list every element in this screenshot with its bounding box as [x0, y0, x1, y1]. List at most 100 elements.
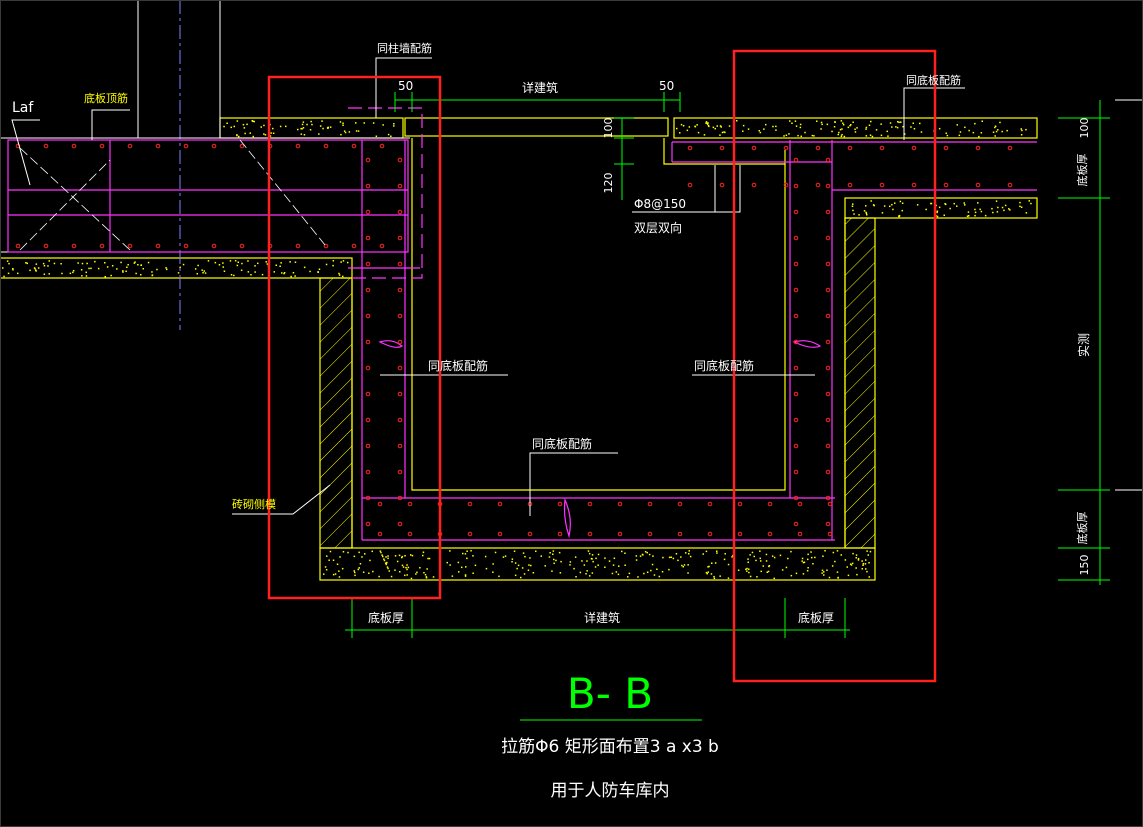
concrete-speckle [824, 550, 826, 552]
rebar-dot [397, 339, 403, 345]
concrete-speckle [871, 135, 874, 138]
concrete-speckle [214, 261, 217, 264]
concrete-speckle [682, 566, 684, 568]
concrete-speckle [925, 208, 927, 211]
rebar-dot [707, 531, 713, 537]
concrete-speckle [811, 134, 814, 137]
concrete-speckle [716, 552, 718, 554]
concrete-speckle [686, 129, 689, 132]
concrete-speckle [555, 559, 557, 562]
concrete-speckle [833, 126, 836, 128]
concrete-speckle [680, 556, 682, 558]
concrete-speckle [410, 577, 413, 580]
concrete-speckle [966, 215, 969, 217]
concrete-speckle [894, 202, 896, 204]
concrete-speckle [799, 123, 802, 126]
rebar-dot [155, 143, 161, 149]
concrete-speckle [916, 204, 919, 206]
concrete-speckle [913, 128, 916, 130]
concrete-speckle [514, 574, 517, 577]
concrete-speckle [449, 564, 451, 566]
brick-side-forms [319, 217, 876, 549]
concrete-speckle [823, 574, 825, 576]
concrete-speckle [945, 132, 947, 134]
concrete-speckle [716, 550, 718, 552]
rebar-dot [557, 501, 563, 507]
concrete-speckle [861, 560, 863, 562]
concrete-speckle [290, 275, 292, 278]
concrete-speckle [795, 125, 798, 127]
concrete-speckle [855, 567, 857, 569]
concrete-speckle [344, 131, 347, 134]
concrete-speckle [930, 202, 932, 205]
concrete-speckle [765, 123, 767, 126]
concrete-speckle [936, 211, 938, 214]
concrete-speckle [279, 125, 282, 128]
concrete-speckle [263, 124, 265, 127]
concrete-speckle [106, 266, 109, 268]
concrete-speckle [249, 132, 251, 134]
concrete-speckle [236, 134, 238, 137]
concrete-speckle [401, 564, 404, 567]
concrete-speckle [870, 120, 872, 123]
concrete-speckle [382, 124, 384, 126]
concrete-speckle [380, 551, 382, 554]
concrete-speckle [651, 563, 654, 566]
concrete-speckle [867, 554, 869, 556]
concrete-speckle [386, 566, 389, 568]
concrete-speckle [260, 126, 262, 128]
rebar-dot [797, 531, 803, 537]
rebar-dot [737, 501, 743, 507]
concrete-speckle [849, 563, 852, 565]
concrete-speckle [318, 133, 320, 135]
concrete-speckle [243, 127, 246, 129]
rebar-dot [793, 495, 799, 501]
concrete-speckle [670, 556, 672, 558]
concrete-speckle [424, 574, 427, 576]
concrete-speckle [294, 275, 296, 277]
concrete-speckle [706, 122, 708, 125]
concrete-speckle [852, 203, 854, 205]
concrete-speckle [724, 131, 726, 134]
concrete-speckle [617, 573, 620, 576]
concrete-speckle [713, 575, 715, 578]
rebar-dot [397, 469, 403, 475]
concrete-speckle [865, 211, 867, 214]
rebar-dot [397, 313, 403, 319]
concrete-speckle [992, 211, 994, 214]
concrete-speckle [104, 262, 106, 264]
concrete-speckle [573, 567, 575, 570]
concrete-speckle [826, 123, 829, 126]
rebar-dot [847, 145, 853, 151]
concrete-speckle [428, 557, 431, 560]
concrete-speckle [371, 550, 373, 553]
concrete-speckle [785, 566, 788, 569]
concrete-speckle [378, 575, 380, 578]
concrete-speckle [485, 567, 488, 570]
concrete-speckle [790, 550, 792, 553]
concrete-speckle [329, 550, 332, 553]
concrete-speckle [834, 560, 836, 563]
concrete-speckle [407, 566, 410, 569]
rebar-dot [365, 391, 371, 397]
concrete-speckle [353, 570, 355, 572]
rebar-dot [793, 287, 799, 293]
concrete-speckle [980, 210, 983, 213]
concrete-speckle [727, 563, 730, 566]
concrete-speckle [997, 129, 999, 131]
concrete-speckle [857, 558, 860, 560]
concrete-speckle [332, 559, 335, 561]
concrete-speckle [283, 272, 285, 275]
rebar-dot [793, 183, 799, 189]
concrete-speckle [841, 133, 843, 136]
rebar-dot [767, 501, 773, 507]
concrete-speckle [332, 264, 334, 267]
concrete-speckle [790, 574, 793, 577]
concrete-speckle [325, 263, 328, 266]
concrete-speckle [342, 551, 345, 553]
concrete-speckle [551, 570, 553, 572]
concrete-speckle [222, 262, 224, 264]
concrete-speckle [462, 552, 464, 555]
concrete-speckle [714, 127, 716, 130]
